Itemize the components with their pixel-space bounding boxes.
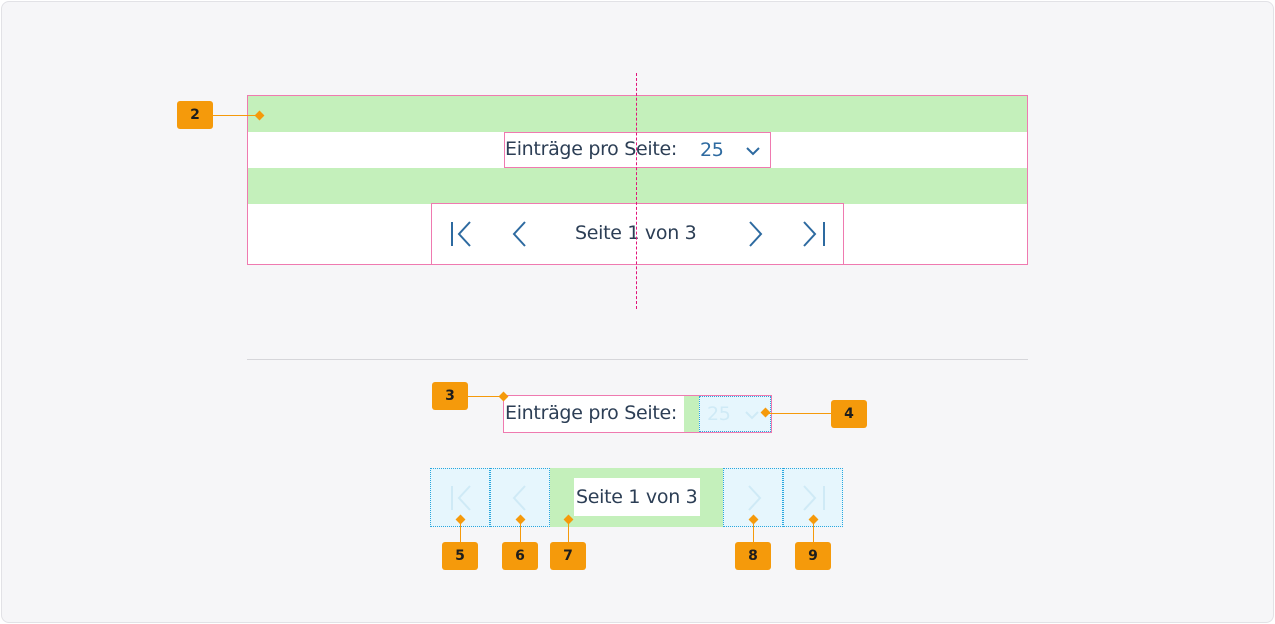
chevron-down-icon[interactable] xyxy=(746,146,760,156)
marker-7: 7 xyxy=(550,542,586,570)
marker-9: 9 xyxy=(795,542,831,570)
marker-6: 6 xyxy=(502,542,538,570)
marker-3: 3 xyxy=(432,382,468,410)
marker-6-leader xyxy=(520,520,521,542)
marker-2: 2 xyxy=(177,101,213,129)
per-page-group xyxy=(504,132,771,168)
previous-page-icon[interactable] xyxy=(512,221,528,247)
per-page-value-detail[interactable]: 25 xyxy=(707,403,731,425)
marker-5-leader xyxy=(460,520,461,542)
spacing-band-top xyxy=(248,96,1027,132)
next-page-icon[interactable] xyxy=(748,221,764,247)
per-page-label-detail: Einträge pro Seite: xyxy=(505,402,678,424)
marker-8: 8 xyxy=(735,542,771,570)
per-page-select-hit-area[interactable] xyxy=(699,396,771,432)
center-axis xyxy=(636,73,637,309)
marker-8-leader xyxy=(753,520,754,542)
spacing-band-middle xyxy=(248,168,1027,204)
marker-4-leader xyxy=(766,413,831,414)
marker-2-leader xyxy=(213,115,260,116)
chevron-down-icon[interactable] xyxy=(745,410,759,420)
label-gap-spacing xyxy=(684,396,699,432)
per-page-value[interactable]: 25 xyxy=(700,139,724,161)
last-page-icon[interactable] xyxy=(802,221,826,247)
previous-page-icon[interactable] xyxy=(512,485,528,511)
marker-9-leader xyxy=(813,520,814,542)
next-page-hit-area[interactable] xyxy=(723,468,783,527)
marker-3-leader xyxy=(468,396,504,397)
first-page-icon[interactable] xyxy=(450,221,474,247)
page-status-box xyxy=(574,478,700,516)
last-page-icon[interactable] xyxy=(802,485,826,511)
marker-7-leader xyxy=(568,520,569,542)
marker-4: 4 xyxy=(831,400,867,428)
page-status: Seite 1 von 3 xyxy=(575,222,697,244)
page-status-detail: Seite 1 von 3 xyxy=(576,486,698,508)
per-page-label: Einträge pro Seite: xyxy=(505,138,678,160)
first-page-icon[interactable] xyxy=(450,485,474,511)
next-page-icon[interactable] xyxy=(747,485,763,511)
page-navigation xyxy=(431,203,844,265)
marker-5: 5 xyxy=(442,542,478,570)
section-divider xyxy=(247,359,1028,360)
